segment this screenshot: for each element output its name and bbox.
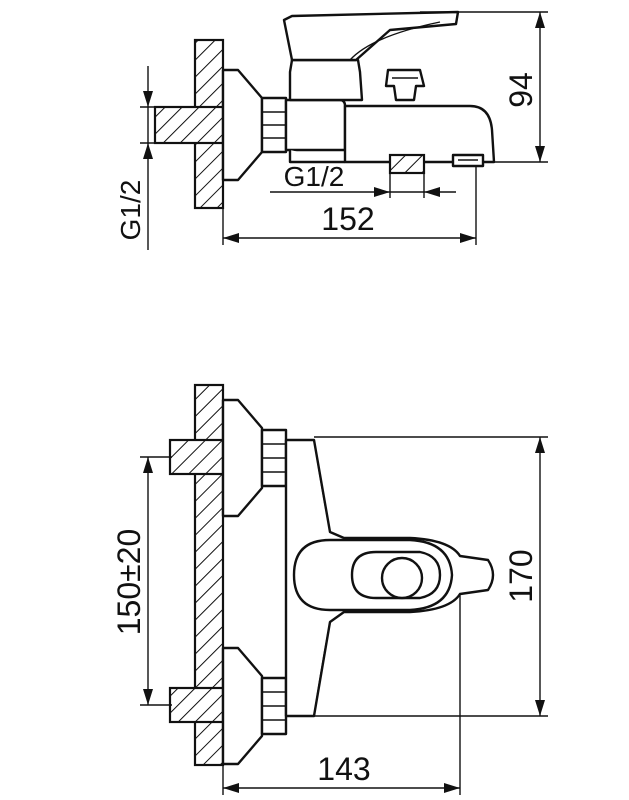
top-mixer-body [284,98,347,152]
top-view: 94 152 G1/2 G1/2 [115,10,548,250]
dim-height-170: 170 [503,549,539,602]
front-view: 150±20 170 143 [111,383,548,795]
top-body-upper [288,58,364,102]
front-escutcheon-bottom [221,646,264,766]
front-escutcheon-top [221,398,264,518]
top-escutcheon [221,68,264,182]
front-diverter-knob [380,556,424,600]
dim-center-150: 150±20 [111,529,147,636]
top-inlet-pipe [153,105,225,145]
dim-depth-143: 143 [317,751,370,787]
top-outlet-thread [388,153,426,175]
top-diverter-knob [384,68,426,102]
dim-length-152: 152 [321,201,374,237]
thread-inlet-label: G1/2 [115,180,146,241]
top-handle-lever [282,10,460,62]
top-spout [343,104,496,164]
front-inlet-pipe-top [168,438,225,476]
front-inlet-pipe-bottom [168,686,225,724]
thread-outlet-label: G1/2 [284,161,345,192]
dim-height-94: 94 [503,72,539,108]
